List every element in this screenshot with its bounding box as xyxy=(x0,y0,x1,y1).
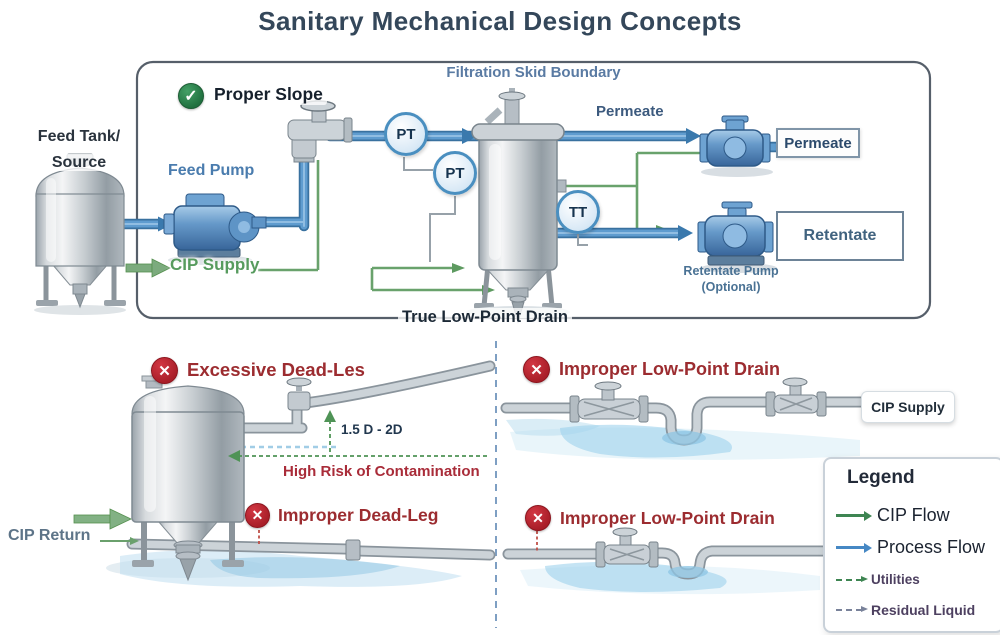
cip-supply-entry-arrow xyxy=(125,258,171,278)
filtration-vessel xyxy=(466,88,570,324)
permeate-flow-label: Permeate xyxy=(596,103,664,120)
feed-tank-label: Feed Tank/ Source xyxy=(20,124,138,175)
feed-tank xyxy=(34,153,126,315)
feed-pump xyxy=(163,193,267,265)
improper-lpd-bottom-x-icon: ✕ xyxy=(525,505,551,531)
improper-lpd-top-label: Improper Low-Point Drain xyxy=(559,359,781,379)
proper-slope-check-icon: ✓ xyxy=(178,83,204,109)
pressure-transmitter-2: PT xyxy=(433,151,477,195)
legend-title: Legend xyxy=(847,467,915,488)
retentate-box: Retentate xyxy=(776,211,904,261)
page-title: Sanitary Mechanical Design Concepts xyxy=(258,6,742,36)
residual-liquid-arrow-icon xyxy=(836,606,868,612)
legend-item-utilities: Utilities xyxy=(836,572,920,587)
pressure-transmitter-1: PT xyxy=(384,112,428,156)
legend-item-label: Residual Liquid xyxy=(871,602,976,618)
legend-item-label: CIP Flow xyxy=(877,505,950,525)
slope-valve xyxy=(287,99,353,163)
improper-lpd-top-x-icon: ✕ xyxy=(523,356,550,383)
lpd-valves xyxy=(569,377,827,568)
error-callout-stems xyxy=(258,530,538,551)
cip-supply-label: CIP Supply xyxy=(170,255,260,274)
cip-return-arrows xyxy=(73,508,139,545)
utilities-arrow-icon xyxy=(836,575,868,582)
excessive-dead-leg-label: Excessive Dead-Les xyxy=(187,359,365,380)
cip-supply-box: CIP Supply xyxy=(861,391,955,423)
legend-item-label: Utilities xyxy=(871,572,920,587)
permeate-box: Permeate xyxy=(776,128,860,158)
improper-dead-leg-label: Improper Dead-Leg xyxy=(278,505,439,525)
dimension-annotation xyxy=(228,410,488,462)
improper-dead-leg-x-icon: ✕ xyxy=(245,503,270,528)
residual-liquid-puddles xyxy=(106,418,860,595)
high-risk-label: High Risk of Contamination xyxy=(283,463,480,480)
cip-return-label: CIP Return xyxy=(8,527,91,544)
process-flow-arrow-icon xyxy=(836,542,872,553)
drain-splashes xyxy=(662,431,708,578)
retentate-pump xyxy=(697,201,777,273)
feed-pump-label: Feed Pump xyxy=(168,162,255,179)
retentate-pump-label: Retentate Pump (Optional) xyxy=(683,264,779,294)
legend-item-residual-liquid: Residual Liquid xyxy=(836,602,975,618)
feed-tank-label-line2: Source xyxy=(47,153,111,171)
temperature-transmitter: TT xyxy=(556,190,600,234)
legend-item-process-flow: Process Flow xyxy=(836,537,985,558)
proper-slope-label: Proper Slope xyxy=(210,84,327,105)
true-low-point-drain-label: True Low-Point Drain xyxy=(398,308,572,327)
dead-leg-dimension-label: 1.5 D - 2D xyxy=(341,422,403,437)
feed-tank-label-line1: Feed Tank/ xyxy=(33,128,125,145)
dead-leg-valve xyxy=(286,377,312,411)
instrument-lines xyxy=(403,157,588,262)
legend-box: Legend CIP Flow Process Flow Utilities R… xyxy=(823,457,1000,633)
skid-boundary-label: Filtration Skid Boundary xyxy=(446,64,621,81)
permeate-pump xyxy=(699,115,773,177)
improper-lpd-bottom-label: Improper Low-Point Drain xyxy=(560,508,775,528)
cip-flow-arrow-icon xyxy=(836,510,872,521)
legend-item-label: Process Flow xyxy=(877,537,986,557)
dead-leg-tank xyxy=(131,375,245,582)
excessive-dead-leg-x-icon: ✕ xyxy=(151,357,178,384)
legend-item-cip-flow: CIP Flow xyxy=(836,505,950,526)
